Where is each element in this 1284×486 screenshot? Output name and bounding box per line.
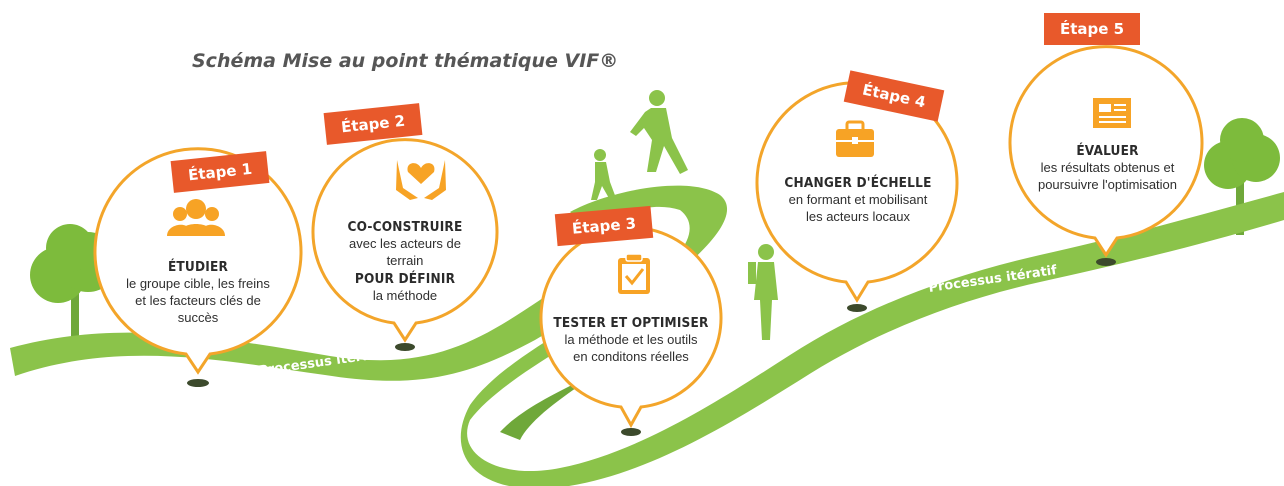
heart-hands-icon [396, 160, 446, 200]
walker-silhouette [748, 244, 778, 340]
step-1-desc: le groupe cible, les freins et les facte… [126, 276, 270, 325]
step-3-desc: la méthode et les outils en conditons ré… [564, 332, 698, 364]
step-1-text: ÉTUDIER le groupe cible, les freins et l… [110, 259, 286, 326]
child-silhouette [591, 149, 616, 200]
step-5-desc: les résultats obtenus et poursuivre l'op… [1037, 160, 1178, 192]
step-5-text: ÉVALUER les résultats obtenus et poursui… [1030, 143, 1185, 193]
step-4-name: CHANGER D'ÉCHELLE [784, 175, 932, 191]
step-2-name: CO-CONSTRUIRE [347, 219, 463, 235]
step-2-desc: avec les acteurs de terrain [348, 236, 461, 268]
tree-left [30, 224, 118, 342]
step-4-text: CHANGER D'ÉCHELLE en formant et mobilisa… [782, 175, 934, 225]
group-icon [167, 199, 225, 236]
step-2-name-2: POUR DÉFINIR [354, 271, 456, 287]
step-5-name: ÉVALUER [1076, 143, 1139, 159]
step-2-desc-2: la méthode [372, 288, 438, 303]
briefcase-icon [836, 120, 874, 157]
step-4-desc: en formant et mobilisant les acteurs loc… [788, 192, 928, 224]
checklist-icon [618, 253, 650, 294]
step-3-name: TESTER ET OPTIMISER [553, 315, 709, 331]
step-2-text: CO-CONSTRUIRE avec les acteurs de terrai… [330, 219, 480, 304]
step-3-text: TESTER ET OPTIMISER la méthode et les ou… [552, 315, 710, 365]
path-inner-curve [500, 372, 600, 440]
runner-silhouette [630, 90, 688, 174]
step-5-tag: Étape 5 [1044, 13, 1141, 45]
step-circles [93, 45, 1204, 429]
newspaper-icon [1093, 98, 1131, 128]
diagram-title: Schéma Mise au point thématique VIF® [192, 50, 619, 72]
step-1-name: ÉTUDIER [167, 259, 229, 275]
